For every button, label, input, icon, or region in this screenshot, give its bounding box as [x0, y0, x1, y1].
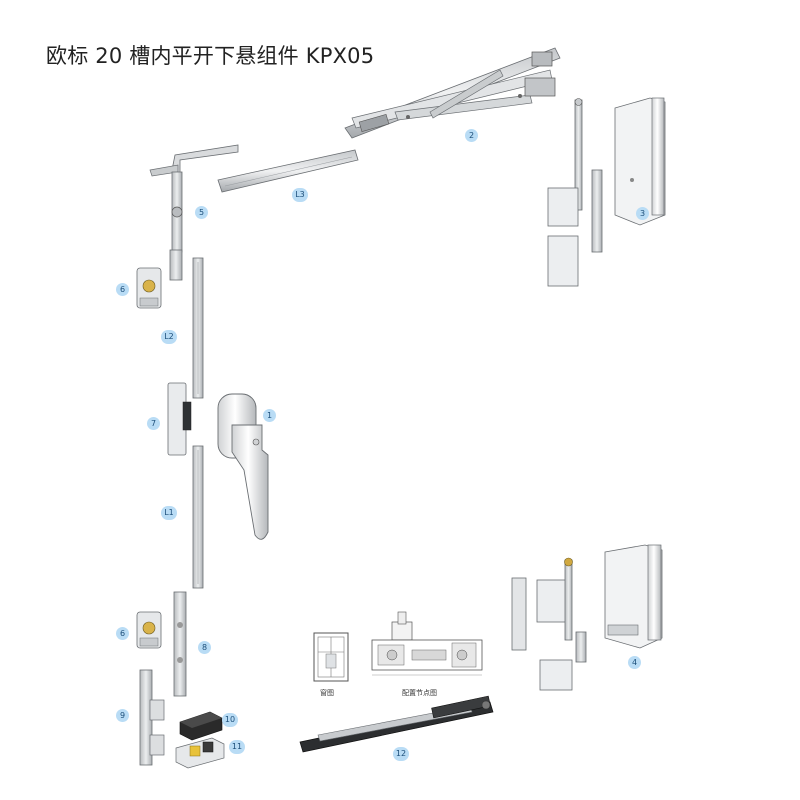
callout-part-L3: L3 [292, 188, 308, 202]
part-12-bottom-stay [299, 695, 494, 753]
window-elevation-thumbnail [313, 632, 349, 682]
part-1-handle [217, 393, 269, 540]
part-6-keep-top [136, 267, 162, 309]
callout-part-10: 10 [222, 713, 238, 727]
part-L2-drive-rod [192, 257, 204, 399]
page-title: 欧标 20 槽内平开下悬组件 KPX05 [46, 44, 375, 68]
section-detail-drawing [371, 611, 483, 676]
part-10-black-block [179, 711, 223, 741]
callout-part-6-top: 6 [116, 283, 129, 296]
callout-part-6-bottom: 6 [116, 627, 129, 640]
part-4-bottom-hinge [511, 544, 663, 691]
part-11-support-block [175, 737, 225, 769]
part-7-gearbox [167, 382, 192, 456]
callout-part-4: 4 [628, 656, 641, 669]
callout-part-L2: L2 [161, 330, 177, 344]
callout-part-7: 7 [147, 417, 160, 430]
part-8-lower-corner-drive [173, 591, 187, 697]
callout-part-2: 2 [465, 129, 478, 142]
callout-part-3: 3 [636, 207, 649, 220]
callout-part-12: 12 [393, 747, 409, 761]
callout-part-8: 8 [198, 641, 211, 654]
part-6-keep-bottom [136, 611, 162, 649]
part-2-stay-arm [344, 47, 561, 139]
callout-part-1: 1 [263, 409, 276, 422]
callout-part-5: 5 [195, 206, 208, 219]
part-L1-drive-rod [192, 445, 204, 589]
caption-window-view: 窗图 [320, 689, 334, 697]
part-L3-top-bar [217, 149, 359, 193]
part-9-connector [139, 669, 165, 766]
callout-part-L1: L1 [161, 506, 177, 520]
caption-section-view: 配置节点图 [402, 689, 437, 697]
callout-part-11: 11 [229, 740, 245, 754]
part-3-top-hinge [547, 97, 666, 287]
callout-part-9: 9 [116, 709, 129, 722]
part-5-corner-drive [149, 144, 239, 281]
